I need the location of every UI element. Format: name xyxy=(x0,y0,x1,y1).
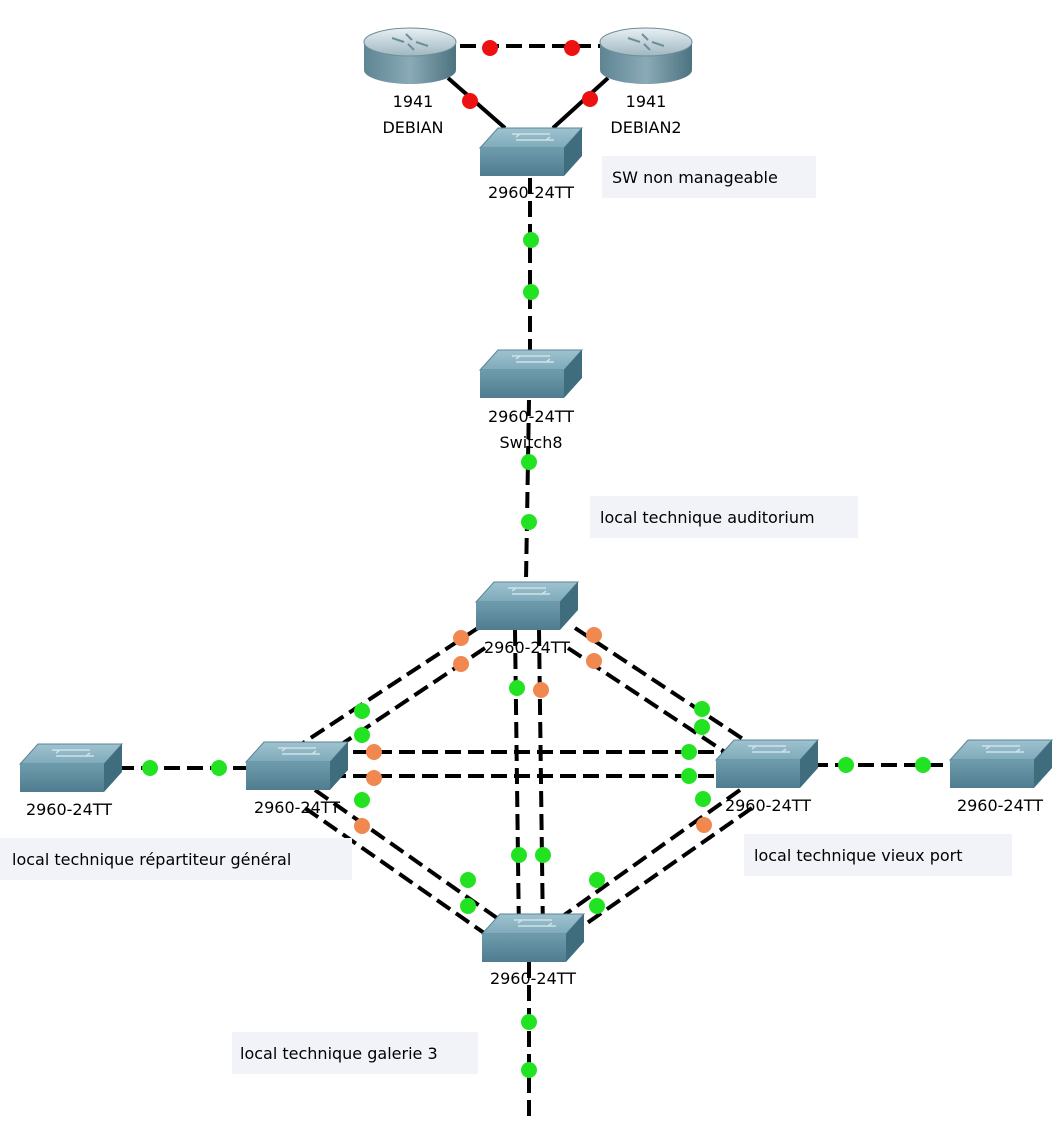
link-status-dot-up xyxy=(523,232,539,248)
link-status-dot-down xyxy=(482,40,498,56)
link-status-dot-blocking xyxy=(696,817,712,833)
link-status-dot-up xyxy=(589,872,605,888)
link-status-dot-blocking xyxy=(354,818,370,834)
note-local-vieux-port[interactable]: local technique vieux port xyxy=(744,834,1012,876)
link-status-dot-up xyxy=(915,757,931,773)
link-status-dot-up xyxy=(521,1062,537,1078)
switch-right-edge[interactable] xyxy=(948,739,1054,788)
switch-top[interactable] xyxy=(478,127,584,176)
note-text: local technique auditorium xyxy=(600,508,815,527)
link-center-bottom-b[interactable] xyxy=(537,629,545,936)
switch-right-edge-model-label: 2960-24TT xyxy=(957,796,1043,815)
link-center-rightcore-a[interactable] xyxy=(573,626,754,747)
link-status-dot-blocking xyxy=(586,627,602,643)
router-arrows-icon xyxy=(627,33,665,51)
link-status-dot-up xyxy=(521,1014,537,1030)
link-status-dot-up xyxy=(521,514,537,530)
switch8[interactable] xyxy=(478,349,584,398)
link-status-dot-up xyxy=(511,847,527,863)
note-local-auditorium[interactable]: local technique auditorium xyxy=(590,496,858,538)
link-center-bottom-a[interactable] xyxy=(513,629,521,936)
switch-arrows-icon xyxy=(512,133,554,141)
link-status-dot-up xyxy=(460,898,476,914)
switch-arrows-icon xyxy=(52,749,94,757)
note-local-galerie[interactable]: local technique galerie 3 xyxy=(232,1032,478,1074)
link-status-dot-up xyxy=(211,760,227,776)
link-leftcore-bottom-b[interactable] xyxy=(303,806,489,937)
link-status-dot-blocking xyxy=(366,744,382,760)
switch-left-edge[interactable] xyxy=(18,743,124,792)
router-debian2-name-label: DEBIAN2 xyxy=(610,118,681,137)
switch-arrows-icon xyxy=(508,587,550,595)
link-status-dot-up xyxy=(695,791,711,807)
switch-right-core[interactable] xyxy=(714,739,820,788)
link-status-dot-up xyxy=(838,757,854,773)
link-status-dot-up xyxy=(354,792,370,808)
switch-center-model-label: 2960-24TT xyxy=(484,638,570,657)
router-debian-name-label: DEBIAN xyxy=(382,118,443,137)
switch-arrows-icon xyxy=(748,745,790,753)
link-status-dot-down xyxy=(582,91,598,107)
switch-left-core[interactable] xyxy=(244,741,350,790)
router-debian-model-label: 1941 xyxy=(393,92,434,111)
note-text: local technique vieux port xyxy=(754,846,962,865)
link-status-dot-blocking xyxy=(453,656,469,672)
link-status-dot-up xyxy=(681,744,697,760)
switch8-name-label: Switch8 xyxy=(499,433,562,452)
switch-center[interactable] xyxy=(474,581,580,630)
link-switch8-center[interactable] xyxy=(524,399,531,581)
link-status-dot-up xyxy=(523,284,539,300)
router-debian2-model-label: 1941 xyxy=(626,92,667,111)
switch8-model-label: 2960-24TT xyxy=(488,407,574,426)
link-status-dot-up xyxy=(142,760,158,776)
link-status-dot-up xyxy=(589,898,605,914)
note-text: local technique répartiteur général xyxy=(12,850,291,869)
link-status-dot-down xyxy=(462,93,478,109)
note-sw-non-manageable[interactable]: SW non manageable xyxy=(602,156,816,198)
link-status-dot-up xyxy=(509,680,525,696)
link-debian2-switch-top[interactable] xyxy=(551,76,610,130)
link-status-dot-blocking xyxy=(366,770,382,786)
switch-arrows-icon xyxy=(512,355,554,363)
router-arrows-icon xyxy=(391,33,429,51)
link-rightcore-bottom-a[interactable] xyxy=(558,788,742,920)
switch-top-model-label: 2960-24TT xyxy=(488,183,574,202)
switch-left-edge-model-label: 2960-24TT xyxy=(26,800,112,819)
switch-right-core-model-label: 2960-24TT xyxy=(725,796,811,815)
switch-arrows-icon xyxy=(982,745,1024,753)
link-status-dot-blocking xyxy=(586,653,602,669)
link-status-dot-up xyxy=(521,454,537,470)
link-status-dot-blocking xyxy=(533,682,549,698)
link-status-dot-up xyxy=(354,703,370,719)
router-debian[interactable] xyxy=(363,27,457,84)
link-status-dot-up xyxy=(681,768,697,784)
link-status-dot-up xyxy=(535,847,551,863)
switch-arrows-icon xyxy=(514,919,556,927)
switch-bottom-model-label: 2960-24TT xyxy=(490,969,576,988)
note-text: local technique galerie 3 xyxy=(240,1044,438,1063)
link-status-dot-up xyxy=(354,727,370,743)
note-local-repartiteur[interactable]: local technique répartiteur général xyxy=(0,838,352,880)
link-status-dot-down xyxy=(564,40,580,56)
router-debian2[interactable] xyxy=(599,27,693,84)
switch-arrows-icon xyxy=(278,747,320,755)
switch-left-core-model-label: 2960-24TT xyxy=(254,798,340,817)
link-status-dot-blocking xyxy=(453,630,469,646)
link-rightcore-bottom-b[interactable] xyxy=(568,806,754,937)
note-text: SW non manageable xyxy=(612,168,778,187)
link-status-dot-up xyxy=(460,872,476,888)
switch-bottom[interactable] xyxy=(480,913,586,962)
link-leftcore-bottom-a[interactable] xyxy=(313,788,499,920)
link-center-leftcore-a[interactable] xyxy=(298,626,480,747)
link-status-dot-up xyxy=(694,719,710,735)
link-status-dot-up xyxy=(694,701,710,717)
